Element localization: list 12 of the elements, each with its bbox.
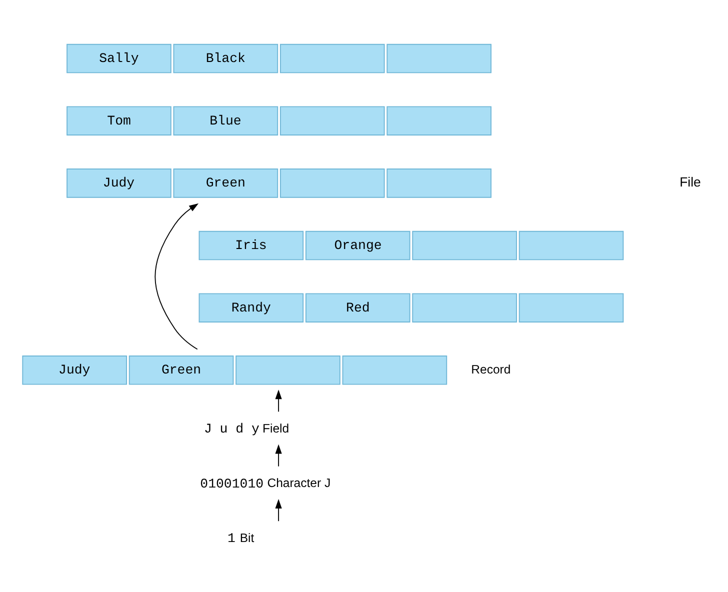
label: File xyxy=(680,174,701,190)
arrow xyxy=(275,444,282,466)
node-label: Record xyxy=(471,362,511,376)
arrow xyxy=(154,202,199,350)
node-text: J u d y xyxy=(204,421,260,436)
node-text: 1 xyxy=(228,530,236,546)
node-label: Field xyxy=(262,420,290,435)
arrow xyxy=(275,498,282,522)
node-text: 01001010 xyxy=(200,476,264,491)
node-label: Character J xyxy=(267,476,331,490)
arrow xyxy=(275,389,282,412)
node-label: Bit xyxy=(240,530,254,544)
